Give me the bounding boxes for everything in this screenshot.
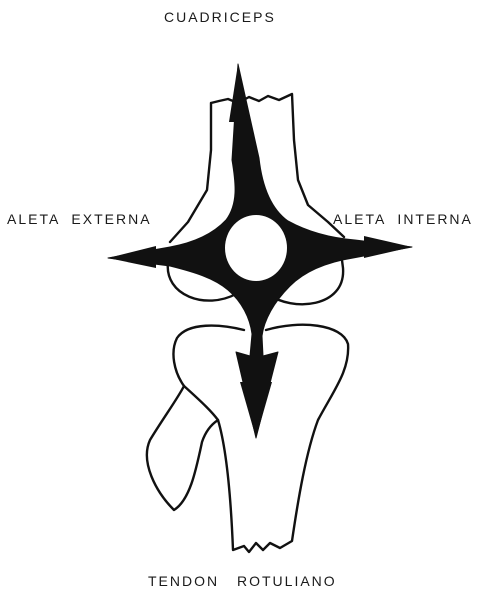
patella <box>225 215 287 281</box>
arrow-down-icon <box>240 382 272 438</box>
arrow-left-icon <box>108 246 156 268</box>
label-aleta-externa: ALETA EXTERNA <box>7 212 152 226</box>
arrow-right-icon <box>364 236 412 258</box>
label-aleta-interna: ALETA INTERNA <box>333 212 473 226</box>
label-cuadriceps: CUADRICEPS <box>164 10 276 24</box>
fibula-line <box>184 386 218 420</box>
label-tendon-rotuliano: TENDON ROTULIANO <box>148 574 337 588</box>
